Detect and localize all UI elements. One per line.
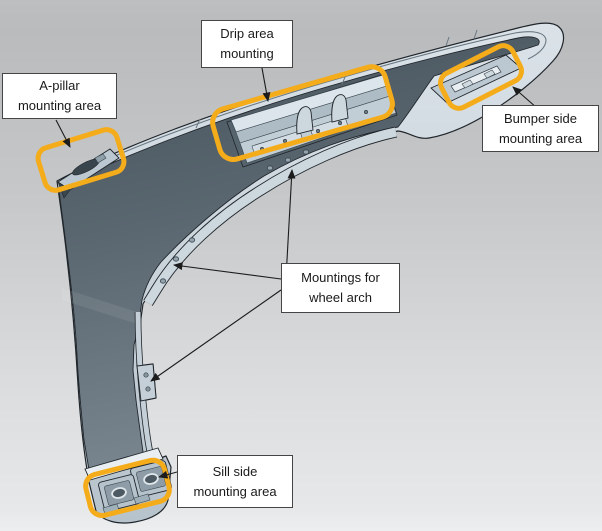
label-line: A-pillar [39,78,80,93]
arrow-bumper-side [512,86,538,109]
label-line: mounting area [17,98,102,113]
label-drip-area-mounting: Drip area mounting [201,20,293,68]
fender-model [56,22,565,524]
label-line: Bumper side [504,110,577,126]
arrow-sill-side [158,470,178,479]
label-line: Mountings for [301,270,380,285]
arrow-wheel-arch-3 [150,289,282,382]
highlight-a-pillar-area [35,127,127,193]
fender-dark-panel [58,36,540,477]
arrow-a-pillar [55,119,71,148]
leg-flange [135,311,153,453]
label-a-pillar-mounting-area: A-pillar mounting area [2,73,117,119]
label-line: mounting area [498,130,583,146]
label-sill-side-mounting-area: Sill side mounting area [177,455,293,508]
label-line: mounting [220,46,274,61]
highlight-bumper-side-area [438,43,524,111]
arrow-wheel-arch-1 [173,262,282,280]
wheel-arch-flange [143,126,398,306]
highlight-drip-area [210,64,395,162]
arrow-drip-area [261,67,271,102]
leg-sheen [62,288,137,324]
bumper-side-mounting-detail [430,54,522,104]
label-line: Sill side [212,463,258,479]
label-line: Drip area [220,26,274,41]
wheel-arch-holes [159,149,310,284]
label-line: wheel arch [309,290,372,305]
label-mountings-for-wheel-arch: Mountings for wheel arch [281,263,400,313]
arrow-wheel-arch-2 [285,169,296,279]
label-bumper-side-mounting-area: Bumper side mounting area [482,105,599,152]
top-flange-fold-line [60,31,547,182]
panel-seam-ticks [195,29,478,129]
label-line: mounting area [193,483,277,499]
